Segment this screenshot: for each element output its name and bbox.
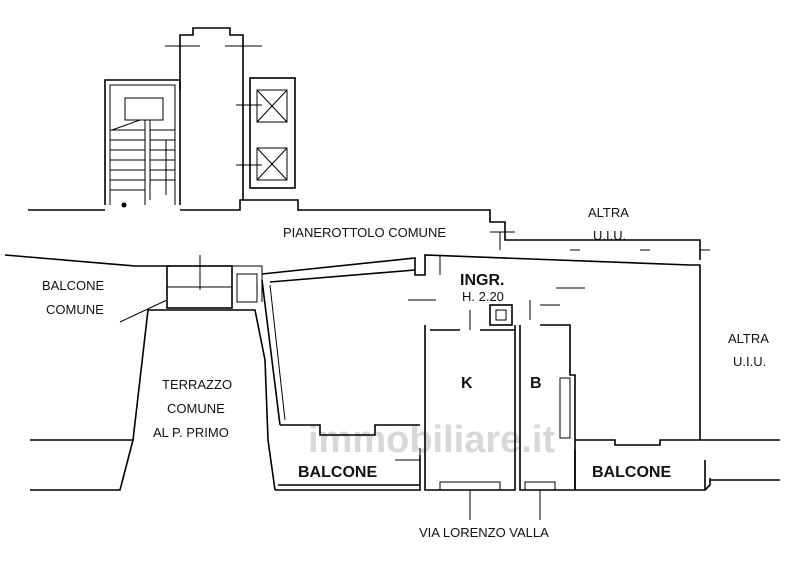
bath-label: B	[530, 375, 542, 392]
street-label: VIA LORENZO VALLA	[419, 525, 549, 540]
altra-uiu-top-line1: ALTRA	[588, 205, 629, 220]
balcone-left-label: BALCONE	[298, 464, 377, 481]
kitchen-label: K	[461, 375, 473, 392]
ingresso-label: INGR.	[460, 272, 504, 289]
altra-uiu-top-line2: U.I.U.	[593, 228, 626, 243]
terrazzo-line1: TERRAZZO	[162, 377, 232, 392]
common-landing-walls	[28, 199, 710, 260]
balcone-comune-line2: COMUNE	[46, 302, 104, 317]
apartment-walls	[261, 254, 780, 520]
altezza-label: H. 2.20	[462, 289, 504, 304]
altra-uiu-right-line2: U.I.U.	[733, 354, 766, 369]
balcone-right-label: BALCONE	[592, 464, 671, 481]
elevator-shaft	[165, 27, 296, 200]
stairwell	[104, 79, 181, 208]
pianerottolo-label: PIANEROTTOLO COMUNE	[283, 225, 446, 240]
terrazzo-line2: COMUNE	[167, 401, 225, 416]
terrace-outline	[30, 309, 276, 491]
common-balcony	[4, 254, 263, 323]
altra-uiu-right-line1: ALTRA	[728, 331, 769, 346]
terrazzo-line3: AL P. PRIMO	[153, 425, 229, 440]
balcone-comune-line1: BALCONE	[42, 278, 104, 293]
watermark: immobiliare.it	[308, 419, 555, 461]
